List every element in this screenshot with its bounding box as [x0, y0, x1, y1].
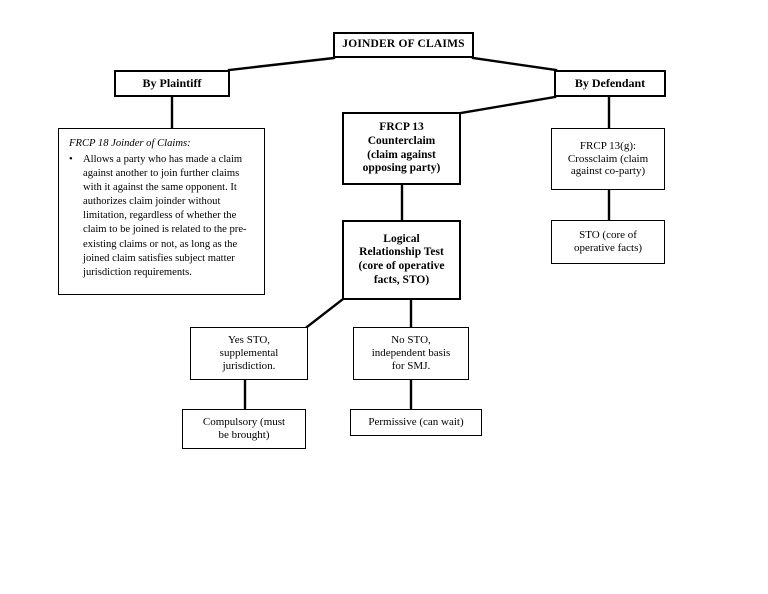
node-no-sto-label: No STO, independent basis for SMJ.	[371, 334, 451, 372]
node-joinder-of-claims: JOINDER OF CLAIMS	[333, 32, 474, 58]
edge-logical-to-yes-sto	[305, 297, 345, 329]
node-compulsory-label: Compulsory (must be brought)	[202, 416, 286, 441]
node-frcp13-counterclaim: FRCP 13 Counterclaim (claim against oppo…	[342, 112, 461, 185]
node-yes-sto-label: Yes STO, supplemental jurisdiction.	[219, 334, 279, 372]
node-logical-relationship-test: Logical Relationship Test (core of opera…	[342, 220, 461, 300]
edge-by-defendant-to-frcp13	[459, 95, 557, 115]
node-by-plaintiff: By Plaintiff	[114, 70, 230, 97]
edge-title-to-by-plaintiff	[227, 56, 336, 72]
node-logical-relationship-test-label: Logical Relationship Test (core of opera…	[358, 232, 445, 286]
node-yes-sto-supplemental-jurisdiction: Yes STO, supplemental jurisdiction.	[190, 327, 308, 380]
node-permissive-label: Permissive (can wait)	[368, 416, 464, 429]
node-sto-core-of-operative-facts: STO (core of operative facts)	[551, 220, 665, 264]
node-no-sto-independent-basis: No STO, independent basis for SMJ.	[353, 327, 469, 380]
node-frcp18-joiner-of-claims: FRCP 18 Joinder of Claims: • Allows a pa…	[58, 128, 265, 295]
node-permissive: Permissive (can wait)	[350, 409, 482, 436]
node-frcp13g-crossclaim: FRCP 13(g): Crossclaim (claim against co…	[551, 128, 665, 190]
node-by-defendant-label: By Defendant	[574, 76, 646, 91]
node-frcp18-bullet-text: Allows a party who has made a claim agai…	[83, 154, 247, 278]
node-frcp13g-crossclaim-label: FRCP 13(g): Crossclaim (claim against co…	[567, 139, 649, 178]
node-by-defendant: By Defendant	[554, 70, 666, 97]
node-joinder-of-claims-label: JOINDER OF CLAIMS	[342, 38, 465, 51]
edge-title-to-by-defendant	[471, 56, 558, 72]
bullet-dot-icon: •	[69, 154, 73, 166]
node-sto-label: STO (core of operative facts)	[573, 229, 643, 254]
node-compulsory: Compulsory (must be brought)	[182, 409, 306, 449]
node-frcp13-counterclaim-label: FRCP 13 Counterclaim (claim against oppo…	[362, 121, 441, 175]
node-by-plaintiff-label: By Plaintiff	[142, 76, 202, 91]
node-frcp18-heading: FRCP 18 Joinder of Claims:	[69, 138, 191, 149]
node-frcp18-bullet: • Allows a party who has made a claim ag…	[69, 153, 254, 280]
